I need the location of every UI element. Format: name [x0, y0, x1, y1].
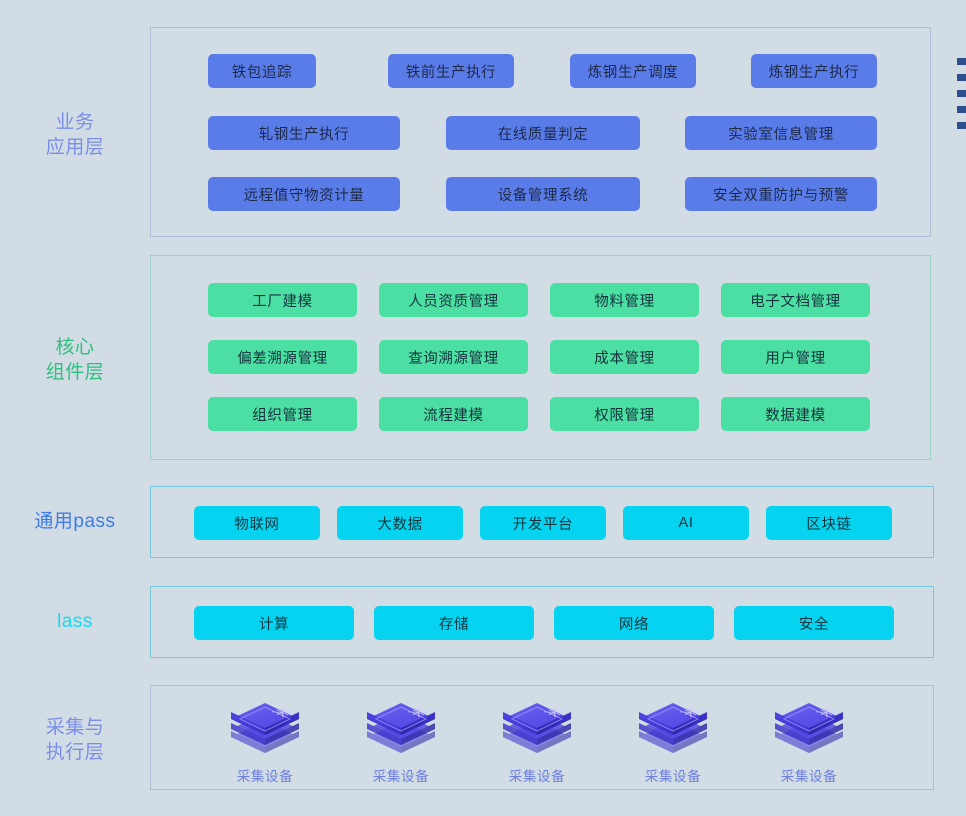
chip-wuliao-guanli[interactable]: 物料管理 [550, 283, 699, 317]
chip-shiyanshi-xinxi-guanli[interactable]: 实验室信息管理 [685, 116, 877, 150]
chip-ai[interactable]: AI [623, 506, 749, 540]
device-item[interactable]: 采 采集设备 [742, 697, 876, 785]
chip-shebei-guanli-xitong[interactable]: 设备管理系统 [446, 177, 640, 211]
chip-tiebao-zhuizong[interactable]: 铁包追踪 [208, 54, 316, 88]
device-item[interactable]: 采 采集设备 [606, 697, 740, 785]
chip-yonghu-guanli[interactable]: 用户管理 [721, 340, 870, 374]
chip-chaxun-suyuan-guanli[interactable]: 查询溯源管理 [379, 340, 528, 374]
chip-jisuan[interactable]: 计算 [194, 606, 354, 640]
panel-iaas [150, 586, 934, 658]
layer-label-business-application: 业务 应用层 [45, 111, 105, 158]
chip-wangluo[interactable]: 网络 [554, 606, 714, 640]
bullet-square-icon [957, 90, 966, 97]
chip-row-business-3: 远程值守物资计量 设备管理系统 安全双重防护与预警 [208, 177, 877, 211]
chip-liangang-shengchan-zhixing[interactable]: 炼钢生产执行 [751, 54, 877, 88]
chip-quanxian-guanli[interactable]: 权限管理 [550, 397, 699, 431]
chip-zaixian-zhiliang-panding[interactable]: 在线质量判定 [446, 116, 640, 150]
collection-device-icon: 采 [770, 697, 848, 759]
collection-device-icon: 采 [226, 697, 304, 759]
panel-collection-execution [150, 685, 934, 790]
chip-renyuan-zizhi-guanli[interactable]: 人员资质管理 [379, 283, 528, 317]
chip-wulianwang[interactable]: 物联网 [194, 506, 320, 540]
chip-liangang-shengchan-diaodu[interactable]: 炼钢生产调度 [570, 54, 696, 88]
device-item[interactable]: 采 采集设备 [334, 697, 468, 785]
chip-row-core-3: 组织管理 流程建模 权限管理 数据建模 [208, 397, 870, 431]
chip-qukuailian[interactable]: 区块链 [766, 506, 892, 540]
chip-anquan[interactable]: 安全 [734, 606, 894, 640]
collection-device-icon: 采 [498, 697, 576, 759]
chip-liucheng-jianmo[interactable]: 流程建模 [379, 397, 528, 431]
collection-device-icon: 采 [362, 697, 440, 759]
panel-general-paas [150, 486, 934, 558]
bullet-square-icon [957, 74, 966, 81]
chip-piancha-suyuan-guanli[interactable]: 偏差溯源管理 [208, 340, 357, 374]
device-item[interactable]: 采 采集设备 [198, 697, 332, 785]
chip-tieqian-shengchan-zhixing[interactable]: 铁前生产执行 [388, 54, 514, 88]
device-caption: 采集设备 [644, 769, 702, 784]
edge-bullet-list [957, 58, 966, 129]
chip-row-business-2: 轧钢生产执行 在线质量判定 实验室信息管理 [208, 116, 877, 150]
device-item[interactable]: 采 采集设备 [470, 697, 604, 785]
layer-label-general-paas: 通用pass [34, 511, 116, 533]
chip-row-business-1: 铁包追踪 铁前生产执行 炼钢生产调度 炼钢生产执行 [208, 54, 877, 88]
chip-shuju-jianmo[interactable]: 数据建模 [721, 397, 870, 431]
panel-core-component [150, 255, 931, 460]
layer-label-iaas: lass [57, 611, 93, 633]
bullet-square-icon [957, 122, 966, 129]
chip-zuzhi-guanli[interactable]: 组织管理 [208, 397, 357, 431]
chip-row-paas: 物联网 大数据 开发平台 AI 区块链 [194, 506, 892, 540]
chip-anquan-shuangzhong-fanghu-yujing[interactable]: 安全双重防护与预警 [685, 177, 877, 211]
chip-cunchu[interactable]: 存储 [374, 606, 534, 640]
device-caption: 采集设备 [508, 769, 566, 784]
chip-gongchang-jianmo[interactable]: 工厂建模 [208, 283, 357, 317]
bullet-square-icon [957, 106, 966, 113]
bullet-square-icon [957, 58, 966, 65]
chip-row-iaas: 计算 存储 网络 安全 [194, 606, 894, 640]
device-caption: 采集设备 [372, 769, 430, 784]
chip-row-core-1: 工厂建模 人员资质管理 物料管理 电子文档管理 [208, 283, 870, 317]
collection-device-icon: 采 [634, 697, 712, 759]
chip-kaifa-pingtai[interactable]: 开发平台 [480, 506, 606, 540]
chip-zhagang-shengchan-zhixing[interactable]: 轧钢生产执行 [208, 116, 400, 150]
device-caption: 采集设备 [780, 769, 838, 784]
chip-chengben-guanli[interactable]: 成本管理 [550, 340, 699, 374]
chip-dashuju[interactable]: 大数据 [337, 506, 463, 540]
panel-business-application [150, 27, 931, 237]
device-caption: 采集设备 [236, 769, 294, 784]
device-strip: 采 采集设备 [198, 697, 876, 785]
layer-label-core-component: 核心 组件层 [45, 336, 105, 383]
chip-dianzi-wendang-guanli[interactable]: 电子文档管理 [721, 283, 870, 317]
chip-yuancheng-zhishou-wuzi-jiliang[interactable]: 远程值守物资计量 [208, 177, 400, 211]
chip-row-core-2: 偏差溯源管理 查询溯源管理 成本管理 用户管理 [208, 340, 870, 374]
layer-label-collection-execution: 采集与 执行层 [45, 716, 105, 763]
